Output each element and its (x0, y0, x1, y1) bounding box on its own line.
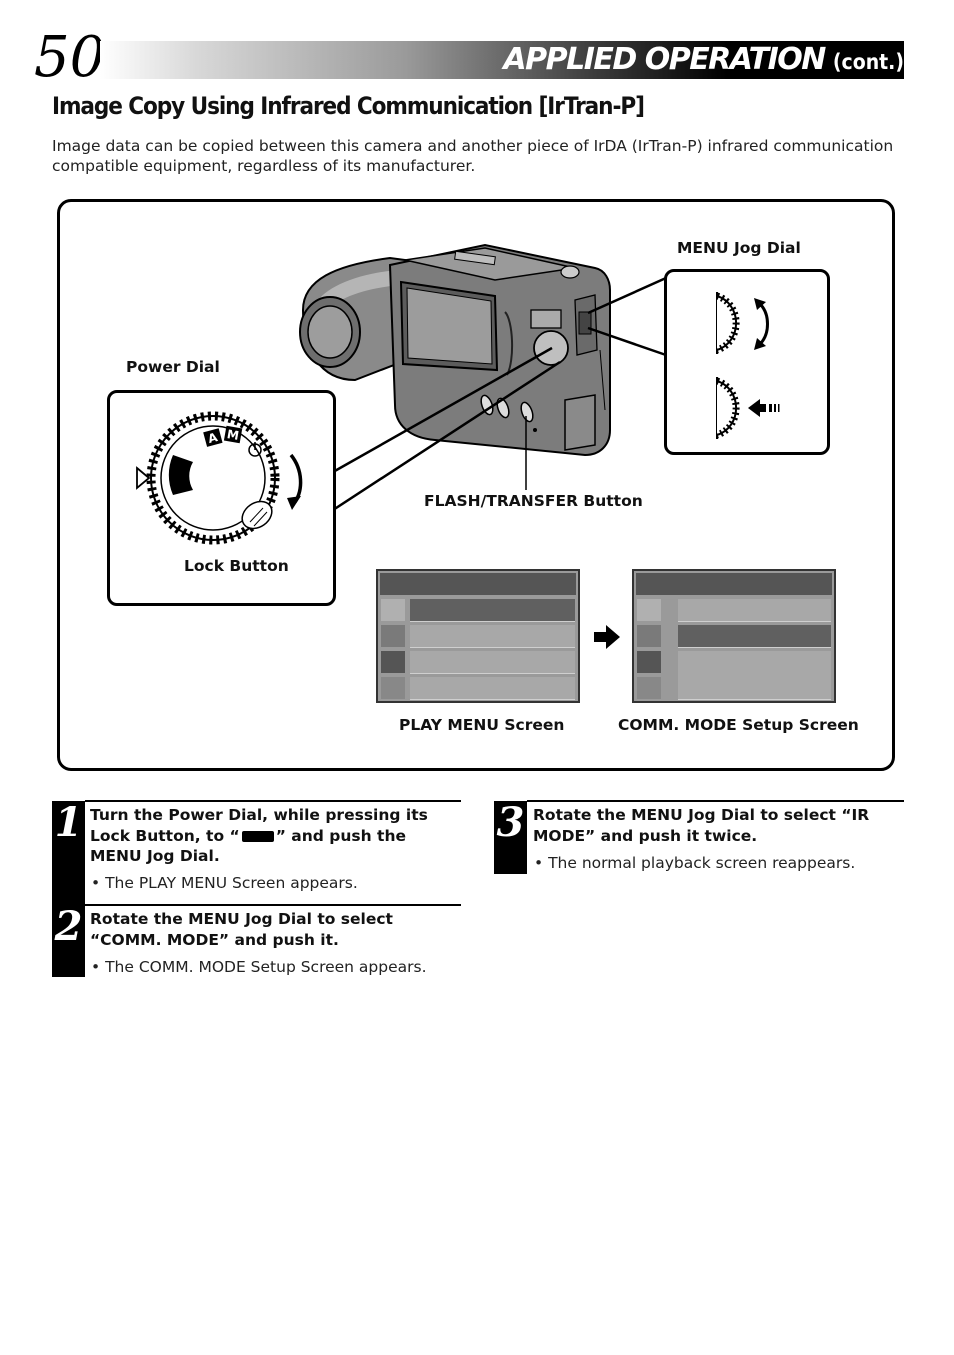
header-bar (100, 41, 904, 79)
step-1-rule (85, 800, 461, 802)
right-arrow-icon (594, 625, 620, 649)
play-menu-screen (376, 569, 580, 703)
section-title: Image Copy Using Infrared Communication … (52, 92, 645, 120)
header-title-main: APPLIED OPERATION (503, 42, 826, 77)
step-1-instruction-end: ” and push the MENU Jog Dial. (90, 826, 407, 866)
page-number: 50 (34, 25, 106, 90)
jog-dial-rotate-icon (715, 292, 769, 354)
header-title-cont: (cont.) (832, 50, 904, 74)
step-1-number: 1 (52, 801, 85, 905)
step-2-note: • The COMM. MODE Setup Screen appears. (91, 958, 427, 976)
step-2-rule (85, 904, 461, 906)
menu-jog-dial-inset (664, 269, 830, 455)
play-menu-screen-label: PLAY MENU Screen (399, 716, 565, 734)
dial-letter-a: A (206, 430, 219, 446)
step-2-number: 2 (52, 905, 85, 977)
intro-paragraph: Image data can be copied between this ca… (52, 137, 894, 175)
step-3-rule (527, 800, 904, 802)
dial-letter-m: M (226, 427, 240, 443)
flash-transfer-button-label: FLASH/TRANSFER Button (424, 492, 643, 510)
camera-illustration (299, 243, 611, 457)
lock-button-label: Lock Button (184, 557, 289, 575)
jog-dial-push-icon (715, 377, 780, 439)
step-3-number: 3 (494, 801, 527, 874)
step-3-note: • The normal playback screen reappears. (534, 854, 856, 872)
comm-mode-screen-label: COMM. MODE Setup Screen (618, 716, 859, 734)
power-dial-icon: A M (136, 411, 303, 545)
step-1-instruction-start: Turn the Power Dial, while pressing its … (90, 806, 428, 845)
power-dial-label: Power Dial (126, 358, 220, 376)
step-3-instruction: Rotate the MENU Jog Dial to select “IR M… (533, 806, 870, 845)
playback-mode-icon (241, 830, 274, 842)
header-title: APPLIED OPERATION(cont.) (503, 40, 904, 80)
comm-mode-screen (632, 569, 836, 703)
step-2-instruction: Rotate the MENU Jog Dial to select “COMM… (90, 910, 393, 949)
figure-frame (57, 199, 895, 771)
step-1-instruction: Turn the Power Dial, while pressing its … (90, 805, 450, 867)
step-1-note: • The PLAY MENU Screen appears. (91, 874, 358, 892)
menu-jog-dial-label: MENU Jog Dial (677, 239, 801, 257)
